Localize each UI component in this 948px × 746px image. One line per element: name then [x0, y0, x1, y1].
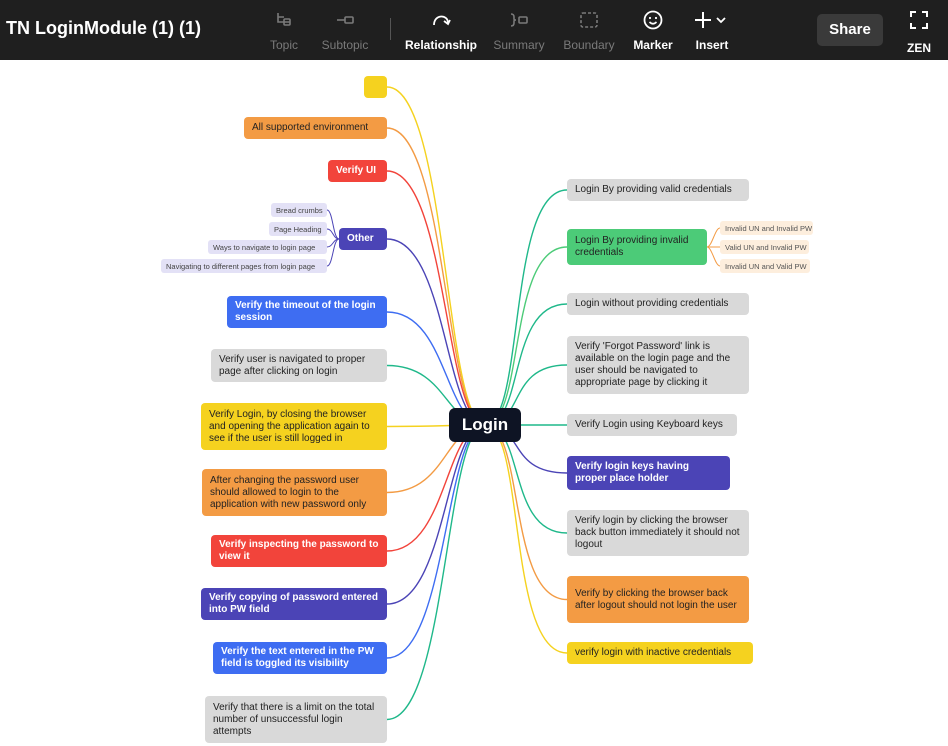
left-topic-3[interactable]: Other — [339, 228, 387, 250]
left-topic-4[interactable]: Verify the timeout of the login session — [227, 296, 387, 328]
central-topic[interactable]: Login — [449, 408, 521, 442]
left-branch-line — [386, 424, 486, 552]
left-topic-6[interactable]: Verify Login, by closing the browser and… — [201, 403, 387, 450]
left-branch-line — [386, 127, 486, 426]
subtopic-line — [706, 227, 721, 248]
topic-button[interactable]: Topic — [264, 8, 304, 54]
invalid-cred-subtopic-2[interactable]: Invalid UN and Valid PW — [720, 259, 810, 273]
left-topic-7[interactable]: After changing the password user should … — [202, 469, 387, 516]
other-subtopic-0[interactable]: Bread crumbs — [271, 203, 327, 217]
zen-mode-button[interactable]: ZEN — [898, 8, 940, 55]
right-topic-5[interactable]: Verify login keys having proper place ho… — [567, 456, 730, 490]
boundary-button[interactable]: Boundary — [558, 8, 620, 54]
invalid-cred-subtopic-0[interactable]: Invalid UN and Invalid PW — [720, 221, 813, 235]
document-title[interactable]: TN LoginModule (1) (1) — [6, 18, 201, 38]
right-branch-line — [484, 189, 568, 426]
insert-button[interactable]: Insert — [688, 8, 736, 54]
left-topic-5[interactable]: Verify user is navigated to proper page … — [211, 349, 387, 382]
left-topic-10[interactable]: Verify the text entered in the PW field … — [213, 642, 387, 674]
boundary-icon — [558, 8, 620, 32]
subtopic-line — [326, 209, 340, 240]
left-topic-2[interactable]: Verify UI — [328, 160, 387, 182]
right-topic-8[interactable]: verify login with inactive credentials — [567, 642, 753, 664]
left-topic-8[interactable]: Verify inspecting the password to view i… — [211, 535, 387, 567]
connector-lines — [326, 86, 721, 721]
left-branch-line — [386, 86, 486, 426]
fullscreen-icon — [907, 11, 931, 35]
invalid-cred-subtopic-1[interactable]: Valid UN and Invalid PW — [720, 240, 809, 254]
share-button[interactable]: Share — [817, 14, 883, 46]
toolbar-divider — [390, 18, 391, 40]
relationship-icon — [402, 8, 480, 32]
right-topic-1[interactable]: Login By providing invalid credentials — [567, 229, 707, 265]
right-branch-line — [484, 424, 568, 601]
right-topic-7[interactable]: Verify by clicking the browser back afte… — [567, 576, 749, 623]
subtopic-line — [706, 246, 721, 267]
left-branch-line — [386, 238, 486, 426]
summary-icon — [490, 8, 548, 32]
other-subtopic-3[interactable]: Navigating to different pages from login… — [161, 259, 327, 273]
right-topic-0[interactable]: Login By providing valid credentials — [567, 179, 749, 201]
subtopic-line — [326, 238, 340, 267]
plus-icon — [688, 8, 736, 32]
topic-icon — [264, 8, 304, 32]
relationship-button[interactable]: Relationship — [402, 8, 480, 54]
right-topic-4[interactable]: Verify Login using Keyboard keys — [567, 414, 737, 436]
left-topic-11[interactable]: Verify that there is a limit on the tota… — [205, 696, 387, 743]
toolbar: TN LoginModule (1) (1) Topic Subtopic Re… — [0, 0, 948, 60]
left-topic-1[interactable]: All supported environment — [244, 117, 387, 139]
right-topic-2[interactable]: Login without providing credentials — [567, 293, 749, 315]
right-topic-6[interactable]: Verify login by clicking the browser bac… — [567, 510, 749, 556]
subtopic-button[interactable]: Subtopic — [316, 8, 374, 54]
right-branch-line — [484, 246, 568, 426]
left-topic-0[interactable] — [364, 76, 387, 98]
right-topic-3[interactable]: Verify 'Forgot Password' link is availab… — [567, 336, 749, 394]
right-branch-line — [484, 303, 568, 426]
summary-button[interactable]: Summary — [490, 8, 548, 54]
chevron-down-icon — [716, 17, 726, 24]
other-subtopic-2[interactable]: Ways to navigate to login page — [208, 240, 327, 254]
marker-button[interactable]: Marker — [628, 8, 678, 54]
smiley-icon — [628, 8, 678, 32]
left-topic-9[interactable]: Verify copying of password entered into … — [201, 588, 387, 620]
other-subtopic-1[interactable]: Page Heading — [269, 222, 327, 236]
subtopic-icon — [316, 8, 374, 32]
